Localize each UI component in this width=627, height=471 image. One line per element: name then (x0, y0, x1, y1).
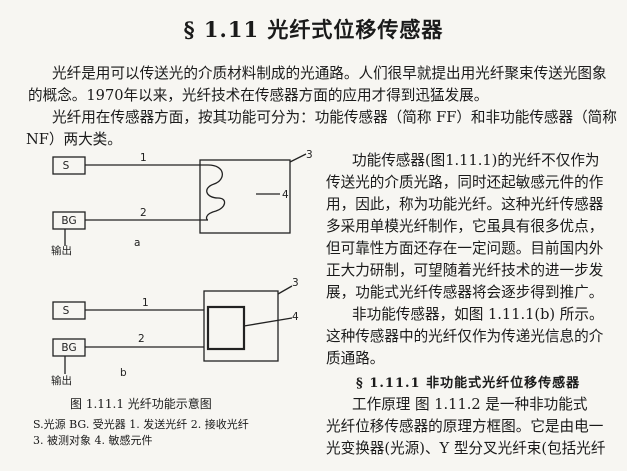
source-label-a: S (63, 160, 70, 172)
callout3-a: 3 (306, 149, 313, 161)
right-para1-line5: 但可靠性方面还存在一定问题。目前国内外 (326, 240, 604, 257)
right-para1-line3: 用，因此，称为功能光纤。这种光纤传感器 (326, 196, 604, 213)
figure-legend-line2: 3. 被测对象 4. 敏感元件 (33, 434, 153, 447)
receiver-label-a: BG (61, 215, 76, 227)
right-para2-line1: 非功能传感器，如图 1.11.1(b) 所示。 (352, 306, 604, 323)
right-para2-line3: 质通路。 (326, 350, 385, 367)
output-label-b: 输出 (51, 374, 72, 387)
right-para1-line7: 展，功能式光纤传感器将会逐步得到推广。 (326, 284, 604, 301)
para2-line1: 光纤用在传感器方面，按其功能可分为：功能传感器（简称 FF）和非功能传感器（简称 (52, 109, 617, 126)
subsection-title: § 1.11.1 非功能式光纤位移传感器 (356, 376, 581, 391)
callout3-b: 3 (292, 277, 299, 289)
right-para1-line1: 功能传感器(图1.11.1)的光纤不仅作为 (352, 152, 600, 169)
figure-legend-line1: S.光源 BG. 受光器 1. 发送光纤 2. 接收光纤 (33, 418, 249, 431)
right-para3-line3: 光变换器(光源)、Y 型分叉光纤束(包括光纤 (326, 440, 606, 457)
right-para3-line2: 光纤位移传感器的原理方框图。它是由电一 (326, 418, 604, 435)
callout4-a: 4 (282, 189, 289, 201)
para1-line1: 光纤是用可以传送光的介质材料制成的光通路。人们很早就提出用光纤聚束传送光图象 (52, 65, 607, 82)
target-box-a (199, 159, 291, 234)
output-label-a: 输出 (51, 244, 72, 257)
fiber2-label-b: 2 (138, 333, 145, 345)
panel-b-label: b (120, 367, 127, 379)
panel-a-label: a (134, 237, 140, 249)
para2-line2: NF）两大类。 (26, 131, 122, 148)
para1-line2: 的概念。1970年以来，光纤技术在传感器方面的应用才得到迅猛发展。 (28, 87, 489, 104)
figure-caption: 图 1.11.1 光纤功能示意图 (70, 397, 212, 411)
section-title: § 1.11 光纤式位移传感器 (183, 17, 444, 42)
callout4-b: 4 (292, 311, 299, 323)
sensing-element-b (206, 305, 246, 351)
right-para3-line1: 工作原理 图 1.11.2 是一种非功能式 (352, 396, 588, 413)
right-para1-line4: 多采用单模光纤制作，它虽具有很多优点， (326, 218, 604, 235)
source-label-b: S (63, 305, 70, 317)
fiber-function-figure: S BG 1 2 3 4 输出 a S BG 1 2 3 4 输出 b (51, 149, 313, 387)
fiber1-label-a: 1 (140, 152, 147, 164)
receiver-label-b: BG (61, 342, 76, 354)
target-box-b (203, 290, 279, 362)
right-para2-line2: 这种传感器中的光纤仅作为传递光信息的介 (326, 328, 604, 345)
fiber2-label-a: 2 (140, 207, 147, 219)
right-para1-line2: 传送光的介质光路，同时还起敏感元件的作 (326, 174, 604, 191)
fiber1-label-b: 1 (142, 297, 149, 309)
right-para1-line6: 正大力研制，可望随着光纤技术的进一步发 (326, 262, 604, 279)
